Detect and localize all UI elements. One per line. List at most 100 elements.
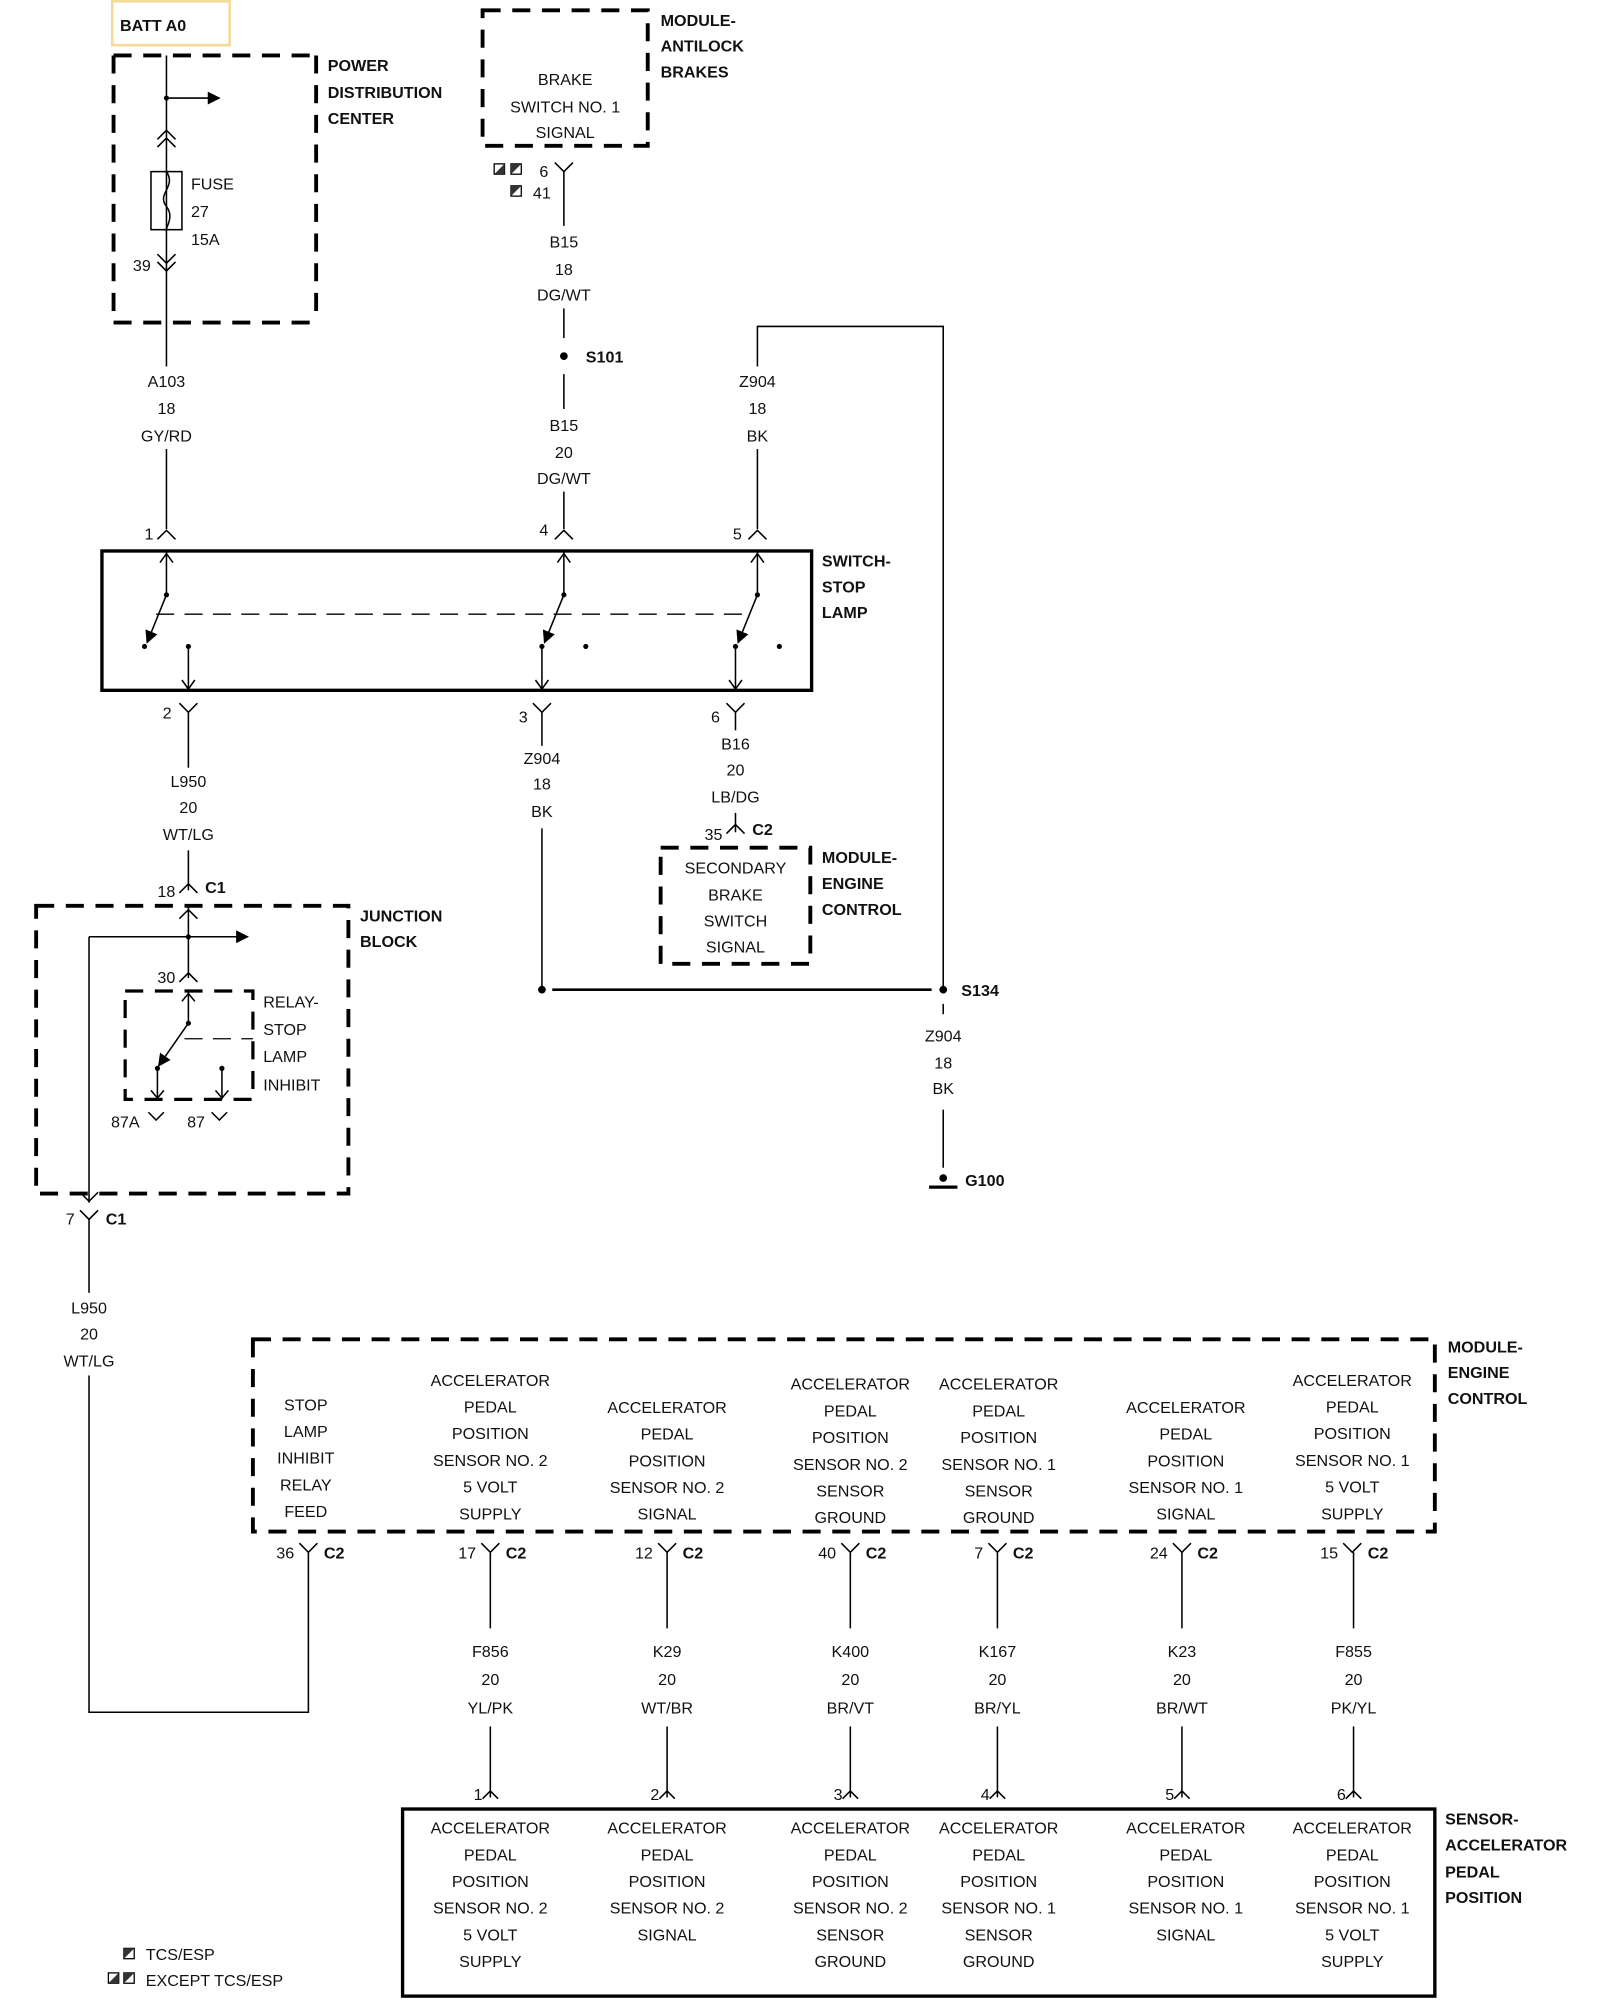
- switch-pin-1: 1: [145, 525, 154, 543]
- ecm-pin-number: 17: [458, 1545, 476, 1563]
- sensor-pin-function: POSITION: [1314, 1873, 1391, 1891]
- ecm-lower-name-1: MODULE-: [1448, 1338, 1523, 1356]
- jb-pin-18: 18: [157, 883, 175, 901]
- ecm-pin-function: GROUND: [963, 1509, 1035, 1527]
- sensor-pin-function: PEDAL: [464, 1846, 517, 1864]
- wire-gauge: 20: [1345, 1671, 1363, 1689]
- relay-name-4: INHIBIT: [263, 1076, 320, 1094]
- wire-color: YL/PK: [467, 1700, 513, 1718]
- abs-pin-a: 6: [539, 163, 548, 181]
- ecm-lower-name-3: CONTROL: [1448, 1390, 1528, 1408]
- ecm-pin-function: SENSOR NO. 1: [1129, 1479, 1244, 1497]
- wire-circuit: B16: [721, 736, 750, 754]
- abs-function-2: SWITCH NO. 1: [510, 98, 620, 116]
- sensor-name-3: PEDAL: [1445, 1863, 1500, 1881]
- sensor-pin-function: SENSOR NO. 1: [1295, 1900, 1410, 1918]
- pdc-name-3: CENTER: [328, 110, 395, 128]
- ecm-pin-function: POSITION: [629, 1452, 706, 1470]
- wire-color: DG/WT: [537, 287, 591, 305]
- wire-gauge: 20: [481, 1671, 499, 1689]
- wire-b16: B16 20 LB/DG: [696, 730, 775, 813]
- wire-gauge: 18: [157, 400, 175, 418]
- wire-z904-mid: Z904 18 BK: [507, 745, 577, 829]
- ecm-pin-function: PEDAL: [1326, 1399, 1379, 1417]
- ground-g100-label: G100: [965, 1172, 1004, 1190]
- module-engine-control-upper: 35 C2 SECONDARY BRAKE SWITCH SIGNAL MODU…: [658, 821, 902, 966]
- relay-pin-30: 30: [157, 969, 175, 987]
- ecm-pin-function: 5 VOLT: [463, 1479, 517, 1497]
- wire-gauge: 20: [841, 1671, 859, 1689]
- ecm-pin-number: 7: [974, 1545, 983, 1563]
- wire-circuit: K400: [832, 1643, 870, 1661]
- fuse-label: FUSE: [191, 176, 234, 194]
- wire-color: WT/LG: [64, 1352, 115, 1370]
- wire-color: BR/VT: [827, 1700, 875, 1718]
- sensor-pin-function: POSITION: [629, 1873, 706, 1891]
- ecm-pin-function: POSITION: [960, 1429, 1037, 1447]
- relay-pin-87a: 87A: [111, 1114, 140, 1132]
- ecm-pin-function: POSITION: [452, 1425, 529, 1443]
- ecm-pin-function: PEDAL: [641, 1426, 694, 1444]
- ecm-pin-function: PEDAL: [1159, 1426, 1212, 1444]
- ecm-pin-function: ACCELERATOR: [607, 1399, 726, 1417]
- sensor-pin-function: PEDAL: [972, 1846, 1025, 1864]
- sensor-pin-function: ACCELERATOR: [1126, 1820, 1245, 1838]
- wire-color: BK: [531, 803, 553, 821]
- ecm-pin-connector: C2: [506, 1545, 527, 1563]
- ecm-pin-function: ACCELERATOR: [431, 1372, 550, 1390]
- sensor-pin-function: 5 VOLT: [1325, 1926, 1379, 1944]
- wire-b15-18: B15 18 DG/WT: [522, 225, 606, 309]
- except-tcs-esp-icon: [107, 1972, 135, 1984]
- sensor-pin-function: ACCELERATOR: [939, 1820, 1058, 1838]
- sensor-pin-function: SIGNAL: [638, 1926, 697, 1944]
- switch-pin-2: 2: [163, 705, 172, 723]
- module-antilock-brakes: BRAKE SWITCH NO. 1 SIGNAL MODULE- ANTILO…: [480, 8, 744, 203]
- sensor-pin-function: PEDAL: [1159, 1846, 1212, 1864]
- pdc-pin: 39: [133, 257, 151, 275]
- wire-circuit: B15: [550, 234, 579, 252]
- sensor-pin-function: ACCELERATOR: [1293, 1820, 1412, 1838]
- ecm-upper-name-3: CONTROL: [822, 901, 902, 919]
- sensor-pin-function: ACCELERATOR: [791, 1820, 910, 1838]
- wire-z904-ground: Z904 18 BK: [925, 1027, 962, 1098]
- ecm-pin-function: PEDAL: [464, 1399, 517, 1417]
- ecm-upper-name-2: ENGINE: [822, 875, 884, 893]
- splice-s134-label: S134: [961, 982, 999, 1000]
- battery-label-text: BATT A0: [120, 17, 186, 35]
- wire-gauge: 18: [555, 261, 573, 279]
- wire-a103: A103 18 GY/RD: [129, 366, 207, 450]
- wire-gauge: 18: [533, 776, 551, 794]
- legend-except-tcs-esp: EXCEPT TCS/ESP: [146, 1972, 283, 1990]
- wire-color: BR/WT: [1156, 1700, 1208, 1718]
- ecm-pin-function: SENSOR: [816, 1483, 884, 1501]
- ecm-pin-number: 40: [818, 1545, 836, 1563]
- wire-color: BK: [932, 1080, 954, 1098]
- sensor-name-1: SENSOR-: [1445, 1811, 1518, 1829]
- sensor-pin-function: POSITION: [812, 1873, 889, 1891]
- wire-color: LB/DG: [711, 789, 759, 807]
- wire-color: PK/YL: [1331, 1700, 1377, 1718]
- except-tcs-esp-icon: [493, 163, 522, 175]
- wire-circuit: L950: [71, 1300, 107, 1318]
- abs-function-1: BRAKE: [538, 71, 593, 89]
- jb-conn-c1-in: C1: [205, 879, 226, 897]
- switch-pin-6: 6: [711, 709, 720, 727]
- ecm-pin-function: SUPPLY: [1321, 1505, 1384, 1523]
- switch-stop-lamp: 1 4 5 SWITCH- STOP LAMP 2 3 6: [100, 521, 891, 727]
- power-distribution-center: FUSE 27 15A 39 POWER DISTRIBUTION CENTER: [111, 53, 442, 530]
- ecm-pin-connector: C2: [1197, 1545, 1218, 1563]
- ecm-connector-c2: C2: [752, 821, 773, 839]
- ecm-function-3: SWITCH: [704, 912, 768, 930]
- wire-circuit: Z904: [739, 373, 776, 391]
- tcs-esp-icon: [123, 1947, 135, 1960]
- ecm-pin-function: SENSOR NO. 2: [793, 1456, 908, 1474]
- fuse-rating: 15A: [191, 231, 220, 249]
- wire-circuit: K167: [979, 1643, 1017, 1661]
- relay-stop-lamp-inhibit: 87A 87 RELAY- STOP LAMP INHIBIT: [111, 989, 321, 1132]
- sensor-wire-F856: F85620YL/PK1ACCELERATORPEDALPOSITIONSENS…: [431, 1552, 550, 1971]
- ecm-pin-function: PEDAL: [824, 1402, 877, 1420]
- wire-l950-a: L950 20 WT/LG: [148, 767, 229, 851]
